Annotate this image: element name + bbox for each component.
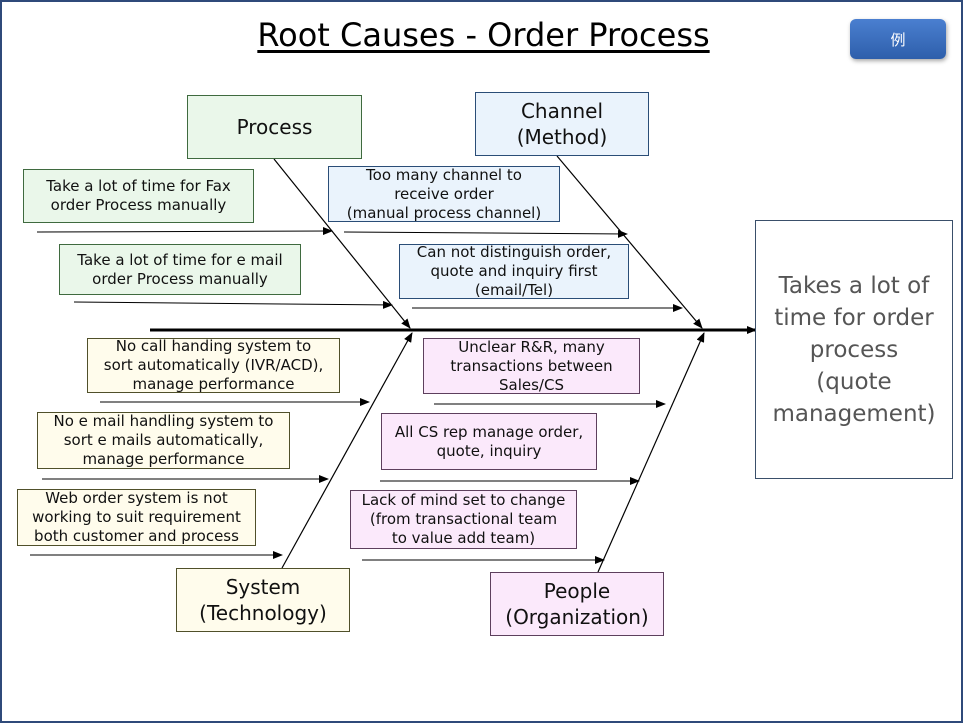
category-system: System (Technology) [176,568,350,632]
bone-system [281,332,413,569]
cause-channel-distinguish: Can not distinguish order, quote and inq… [399,243,629,299]
cause-process-email: Take a lot of time for e mail order Proc… [59,244,301,295]
effect-box: Takes a lot of time for order process (q… [755,220,953,479]
diagram-title: Root Causes - Order Process [257,16,710,54]
example-badge[interactable]: 例 [850,19,946,59]
cause-system-email-handling: No e mail handling system to sort e mail… [37,412,290,469]
bone-process [273,158,411,329]
category-process: Process [187,95,362,159]
cause-arrow-process-2 [73,300,393,309]
cause-system-call-handling: No call handing system to sort automatic… [87,337,340,393]
category-channel: Channel (Method) [475,92,649,156]
cause-people-cs-rep: All CS rep manage order, quote, inquiry [381,413,597,470]
cause-process-fax: Take a lot of time for Fax order Process… [23,169,254,223]
cause-system-web-order: Web order system is not working to suit … [17,489,256,546]
category-people: People (Organization) [490,572,664,636]
bone-people [597,332,705,573]
cause-arrow-process-1 [36,227,333,236]
cause-channel-too-many: Too many channel to receive order (manua… [328,166,560,222]
cause-arrow-channel-1 [343,229,628,238]
bone-channel [556,155,703,329]
cause-people-unclear-rr: Unclear R&R, many transactions between S… [423,338,640,394]
cause-people-mindset: Lack of mind set to change (from transac… [350,490,577,549]
